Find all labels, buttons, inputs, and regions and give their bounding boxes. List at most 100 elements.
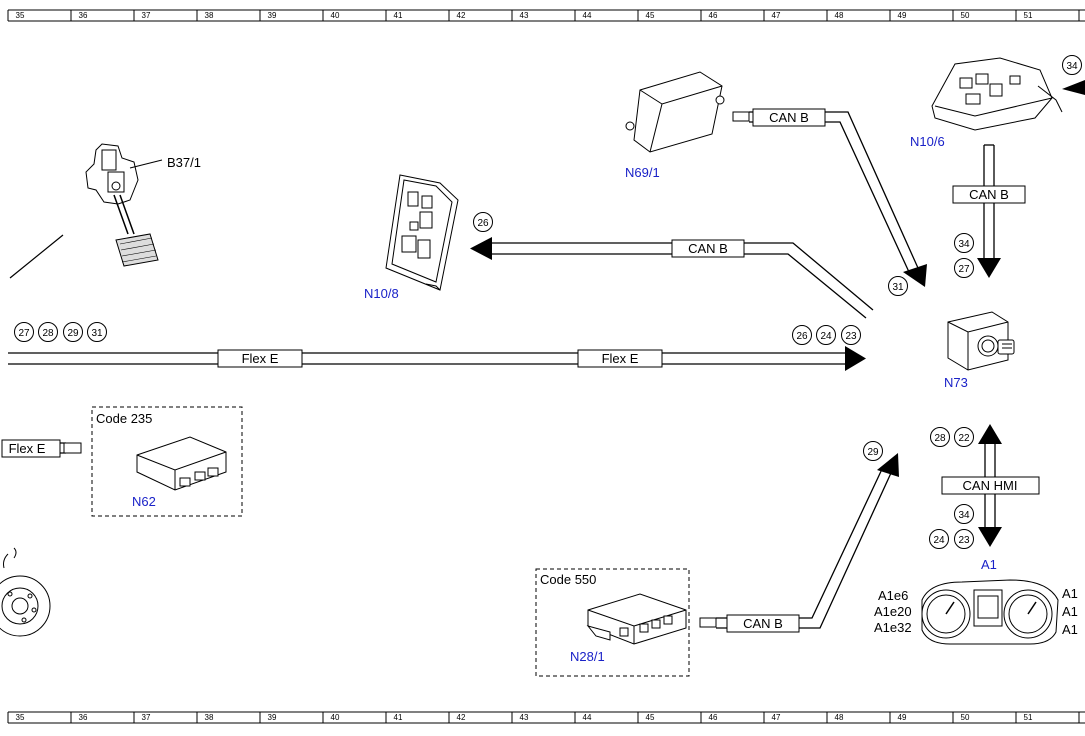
a1-instrument-cluster-icon: [921, 579, 1059, 645]
can-b-label-n28-1: CAN B: [743, 616, 783, 631]
code-235-box: Code 235 N62: [91, 406, 243, 517]
can-b-label-n10-8: CAN B: [688, 241, 728, 256]
code-550-box: Code 550 N28/1: [535, 568, 690, 677]
code-550-label: Code 550: [540, 572, 596, 587]
top-ruler-number: 38: [205, 11, 214, 20]
circle-31-can-b: 31: [892, 282, 904, 293]
circle-34-n10-6: 34: [958, 239, 970, 250]
can-b-label-n10-6: CAN B: [969, 187, 1009, 202]
can-b-arrowhead-n69-1: [903, 264, 927, 287]
n10-6-label: N10/6: [910, 134, 945, 149]
flex-e-bus: Flex E Flex E: [8, 346, 866, 371]
top-ruler-number: 41: [394, 11, 403, 20]
n10-8-module-icon: [385, 174, 459, 291]
flex-e-label-n62: Flex E: [9, 441, 46, 456]
top-ruler-number: 46: [709, 11, 718, 20]
circle-29-n28-1: 29: [867, 447, 879, 458]
circle-27-n10-6: 27: [958, 264, 970, 275]
circle-22-hmi: 22: [958, 433, 970, 444]
n69-1-label: N69/1: [625, 165, 660, 180]
n10-6-module-icon: [931, 57, 1063, 131]
flex-e-stub-n62: Flex E: [1, 439, 82, 458]
bottom-ruler-number: 41: [394, 713, 403, 722]
bottom-ruler-number: 47: [772, 713, 781, 722]
n69-1-module-icon: [625, 71, 725, 153]
can-hmi-arrowhead-up: [978, 424, 1002, 444]
svg-text:27: 27: [18, 328, 30, 339]
top-ruler-number: 47: [772, 11, 781, 20]
n28-1-label: N28/1: [570, 649, 605, 664]
circle-28-hmi: 28: [934, 433, 946, 444]
bottom-ruler-number: 46: [709, 713, 718, 722]
b37-1-label: B37/1: [167, 155, 201, 170]
top-ruler-number: 42: [457, 11, 466, 20]
bottom-ruler-number: 50: [961, 713, 970, 722]
bottom-ruler-number: 36: [79, 713, 88, 722]
top-ruler-number: 37: [142, 11, 151, 20]
top-ruler-number: 35: [16, 11, 25, 20]
svg-text:34: 34: [1066, 61, 1078, 72]
a1-left-labels: A1e6 A1e20 A1e32: [874, 588, 912, 635]
a1-right-label-3: A1: [1062, 622, 1078, 637]
n62-module-icon: [136, 436, 227, 491]
flex-e-label-2: Flex E: [602, 351, 639, 366]
circle-24-hmi: 24: [933, 535, 945, 546]
a1-label: A1: [981, 557, 997, 572]
can-b-arrowhead-n28-1: [877, 453, 899, 477]
b37-1-pedal-icon: [85, 143, 163, 267]
can-b-label-n69-1: CAN B: [769, 110, 809, 125]
a1e20-label: A1e20: [874, 604, 912, 619]
circle-26-n10-8: 26: [477, 218, 489, 229]
can-hmi-arrowhead-down: [978, 527, 1002, 547]
flex-e-right-circles: 26 24 23: [792, 325, 861, 345]
n62-label: N62: [132, 494, 156, 509]
bottom-ruler-number: 45: [646, 713, 655, 722]
flex-e-left-circles: 27 28 29 31: [14, 322, 107, 342]
bottom-ruler-number: 42: [457, 713, 466, 722]
top-ruler-number: 43: [520, 11, 529, 20]
top-right-34: 34: [1062, 55, 1085, 95]
can-b-bus-n10-6: CAN B 34 27: [952, 144, 1026, 278]
top-ruler-number: 40: [331, 11, 340, 20]
n73-ignition-switch-icon: [947, 311, 1015, 371]
bottom-ruler-number: 38: [205, 713, 214, 722]
svg-text:23: 23: [845, 331, 857, 342]
bottom-ruler-number: 37: [142, 713, 151, 722]
partial-line-left: [9, 234, 64, 279]
svg-text:24: 24: [820, 331, 832, 342]
top-ruler-number: 48: [835, 11, 844, 20]
svg-text:29: 29: [67, 328, 79, 339]
n73-label: N73: [944, 375, 968, 390]
svg-text:31: 31: [91, 328, 103, 339]
a1-right-label-2: A1: [1062, 604, 1078, 619]
bottom-ruler-number: 39: [268, 713, 277, 722]
top-ruler-number: 50: [961, 11, 970, 20]
brake-disc-icon: [0, 547, 51, 637]
top-ruler-number: 44: [583, 11, 592, 20]
circle-23-hmi: 23: [958, 535, 970, 546]
bottom-ruler-number: 51: [1024, 713, 1033, 722]
top-ruler-number: 45: [646, 11, 655, 20]
n10-8-label: N10/8: [364, 286, 399, 301]
can-b-bus-n10-8: CAN B 26: [470, 212, 874, 319]
flex-e-label-1: Flex E: [242, 351, 279, 366]
can-b-arrowhead-n10-8: [470, 237, 492, 260]
top-ruler-number: 51: [1024, 11, 1033, 20]
bottom-ruler-number: 44: [583, 713, 592, 722]
can-b-arrowhead-n10-6: [977, 258, 1001, 278]
bottom-ruler-number: 43: [520, 713, 529, 722]
svg-text:26: 26: [796, 331, 808, 342]
can-b-bus-n69-1: CAN B 31: [732, 108, 927, 296]
top-ruler-number: 36: [79, 11, 88, 20]
n28-1-module-icon: [586, 593, 687, 645]
bottom-ruler-number: 40: [331, 713, 340, 722]
code-235-label: Code 235: [96, 411, 152, 426]
can-hmi-label: CAN HMI: [963, 478, 1018, 493]
bottom-ruler-number: 48: [835, 713, 844, 722]
a1-right-labels: A1 A1 A1: [1062, 586, 1078, 637]
a1e32-label: A1e32: [874, 620, 912, 635]
top-ruler-number: 49: [898, 11, 907, 20]
